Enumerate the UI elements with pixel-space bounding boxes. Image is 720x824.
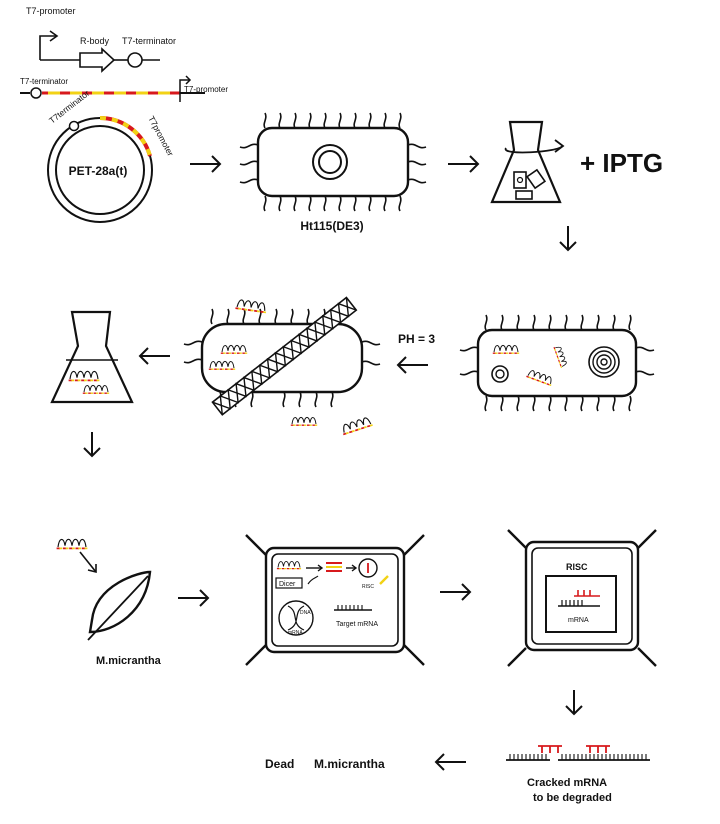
gene-construct: T7-promoter R-body T7-terminator T7-term… xyxy=(20,6,228,102)
bacterium-rbody-icon xyxy=(183,296,381,436)
dicer-label: Dicer xyxy=(279,581,296,588)
r-body-gene-icon xyxy=(79,47,116,73)
risc-small-label: RISC xyxy=(362,584,374,590)
cracked-mrna-label: Cracked mRNA xyxy=(527,777,607,789)
arrow-icon xyxy=(83,431,101,457)
dna-icon xyxy=(287,605,305,631)
iptg-label: + IPTG xyxy=(580,148,663,178)
mrna-big-label: mRNA xyxy=(568,617,589,624)
r-body-helix-icon xyxy=(211,296,358,416)
flask-icon xyxy=(50,310,134,404)
arrow-icon xyxy=(435,753,467,771)
plasmid-icon: PET-28a(t) T7terminator T7promoter xyxy=(47,88,176,223)
leaf-icon xyxy=(55,538,152,641)
t7-promoter-label: T7-promoter xyxy=(26,6,76,16)
arrow-icon xyxy=(397,356,429,374)
bacterium-icon xyxy=(459,314,655,412)
t7-promoter-line-label: T7-promoter xyxy=(184,85,228,94)
arrow-icon xyxy=(139,347,171,365)
plant-label: M.micrantha xyxy=(96,655,162,667)
cracked-mrna-icon xyxy=(506,745,650,761)
ph-label: PH = 3 xyxy=(398,332,435,346)
t7promoter-arc-label: T7promoter xyxy=(146,114,176,158)
arrow-icon xyxy=(439,583,471,601)
degraded-label: to be degraded xyxy=(533,792,612,804)
bacterium-label: Ht115(DE3) xyxy=(300,219,363,233)
risc-big-label: RISC xyxy=(566,562,588,572)
target-mrna-label: Target mRNA xyxy=(336,621,378,628)
t7-terminator-label: T7-terminator xyxy=(122,36,176,46)
dead-species-label: M.micrantha xyxy=(314,757,385,771)
terminator-icon xyxy=(127,52,143,68)
bacterium-icon xyxy=(239,112,427,212)
arrow-icon xyxy=(177,589,209,607)
mrna-small-label: mRNA xyxy=(288,630,303,636)
dna-label: DNA xyxy=(300,610,311,616)
dsrna-icon xyxy=(55,538,92,550)
r-body-label: R-body xyxy=(80,36,110,46)
plant-cell-icon: RISC mRNA xyxy=(507,529,657,667)
t7-terminator-line-label: T7-terminator xyxy=(20,77,68,86)
flask-icon xyxy=(490,120,565,204)
arrow-icon xyxy=(447,155,479,173)
arrow-icon xyxy=(189,155,221,173)
arrow-icon xyxy=(559,225,577,251)
plant-cell-icon: RISC Dicer DNA mRNA Target mRNA xyxy=(245,534,425,666)
plasmid-label: PET-28a(t) xyxy=(69,164,128,178)
arrow-icon xyxy=(565,689,583,715)
dead-label: Dead xyxy=(265,757,294,771)
